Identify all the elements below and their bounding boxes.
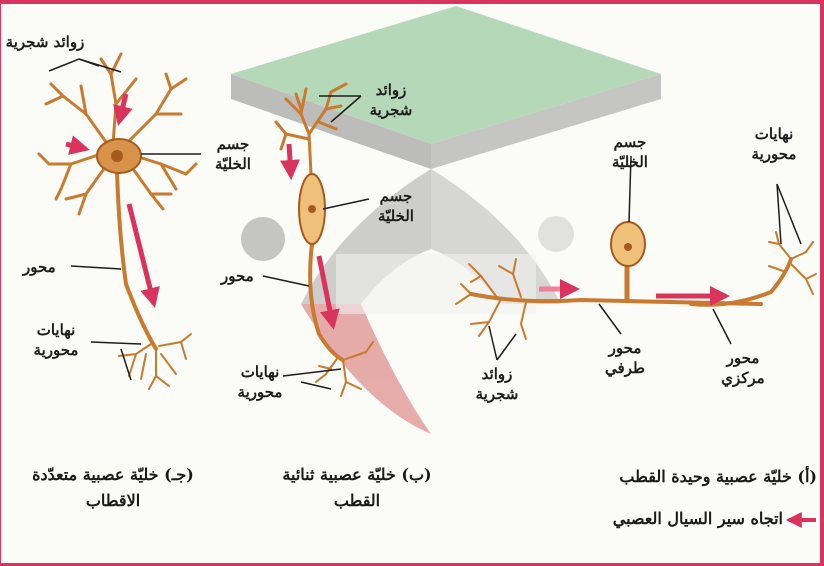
label-unipolar-cell-body: جسم الخليّة: [597, 132, 663, 172]
legend-flow-direction-label: اتجاه سير السيال العصبي: [561, 506, 783, 532]
flow-arrow-bipolar-1: [289, 144, 291, 176]
label-multipolar-axon-terminals: نهايات محورية: [21, 320, 91, 360]
caption-multipolar-line2: الاقطاب: [3, 488, 223, 514]
label-multipolar-cell-body: جسم الخليّة: [201, 134, 265, 174]
flow-arrow-multipolar-3: [129, 204, 154, 304]
label-multipolar-dendrites: زوائد شجرية: [5, 32, 85, 52]
caption-multipolar: (جـ) خليّة عصبية متعدّدة الاقطاب: [3, 462, 223, 514]
label-unipolar-axon-terminals: نهايات محورية: [741, 124, 807, 164]
caption-bipolar-line1: (ب) خليّة عصبية ثنائية: [257, 462, 457, 488]
flow-arrow-multipolar-1: [66, 144, 86, 149]
label-unipolar-dendrites: زوائد شجرية: [465, 364, 529, 404]
caption-unipolar: (أ) خليّة عصبية وحيدة القطب: [581, 464, 817, 490]
caption-multipolar-line1: (جـ) خليّة عصبية متعدّدة: [3, 462, 223, 488]
label-bipolar-axon: محور: [221, 266, 254, 286]
label-multipolar-axon: محور: [23, 257, 56, 277]
label-bipolar-axon-terminals: نهايات محورية: [225, 362, 295, 402]
label-unipolar-central-axon: محور مركزي: [713, 348, 773, 388]
unipolar-cell-body: [611, 222, 645, 266]
label-bipolar-dendrites: زوائد شجرية: [361, 80, 421, 120]
label-unipolar-peripheral-axon: محور طرفي: [597, 338, 653, 378]
label-bipolar-cell-body: جسم الخليّة: [363, 186, 429, 226]
caption-bipolar-line2: القطب: [257, 488, 457, 514]
bipolar-cell-body: [299, 174, 325, 244]
multipolar-cell-body: [97, 139, 141, 173]
caption-bipolar: (ب) خليّة عصبية ثنائية القطب: [257, 462, 457, 514]
